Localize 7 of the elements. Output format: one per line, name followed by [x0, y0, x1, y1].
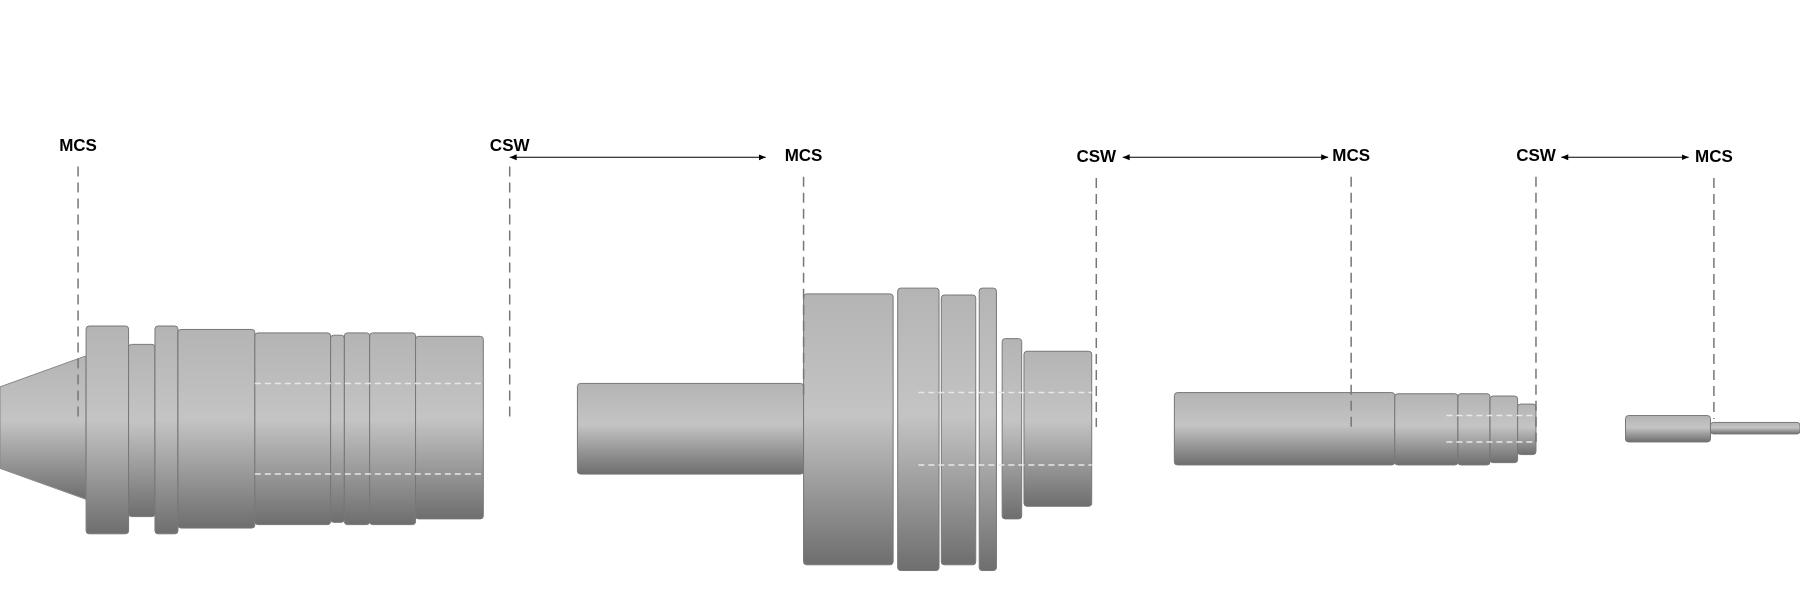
axis-label: CSW	[489, 136, 530, 155]
axis-label: MCS	[1332, 147, 1371, 166]
axis-label: MCS	[59, 136, 97, 155]
axis-label: CSW	[1516, 147, 1556, 166]
axis-label: CSW	[1076, 148, 1117, 167]
axis-label: MCS	[1695, 148, 1733, 167]
axis-label: MCS	[784, 147, 823, 166]
